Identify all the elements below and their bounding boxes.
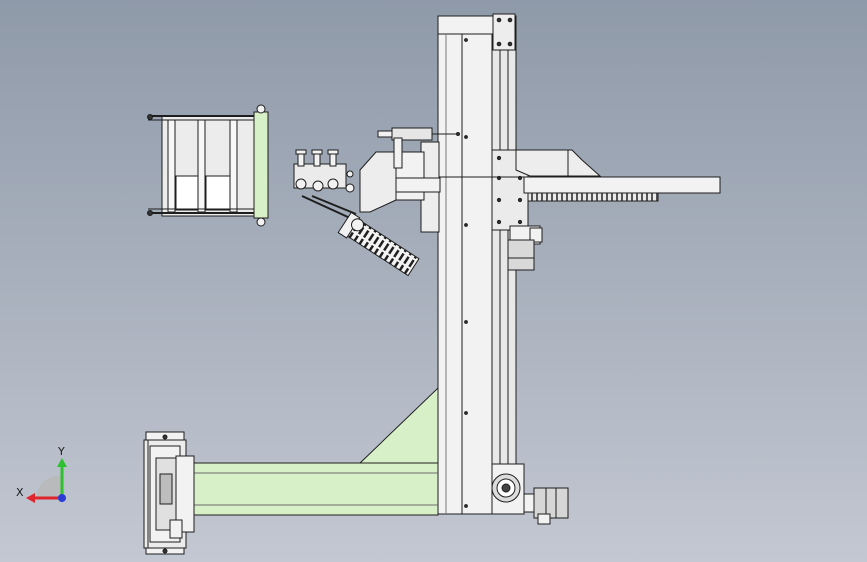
gripper-head[interactable] [293, 149, 357, 219]
z-axis-dot [58, 494, 66, 502]
triad-plane [36, 476, 62, 498]
drive-motor-assembly[interactable] [491, 463, 569, 525]
y-axis-label: Y [57, 445, 65, 458]
conveyor-frame[interactable] [147, 104, 269, 227]
ribbed-cylinder[interactable] [337, 211, 420, 277]
base-flange[interactable] [143, 431, 195, 555]
roller [253, 111, 269, 219]
vertical-carriage[interactable] [491, 149, 543, 271]
vertical-column[interactable] [437, 13, 517, 515]
x-axis-label: X [16, 486, 24, 499]
horizontal-arm[interactable] [390, 149, 721, 202]
wrist-assembly[interactable] [359, 127, 460, 233]
base-beam[interactable] [185, 386, 439, 516]
coordinate-triad: X Y [16, 445, 67, 503]
